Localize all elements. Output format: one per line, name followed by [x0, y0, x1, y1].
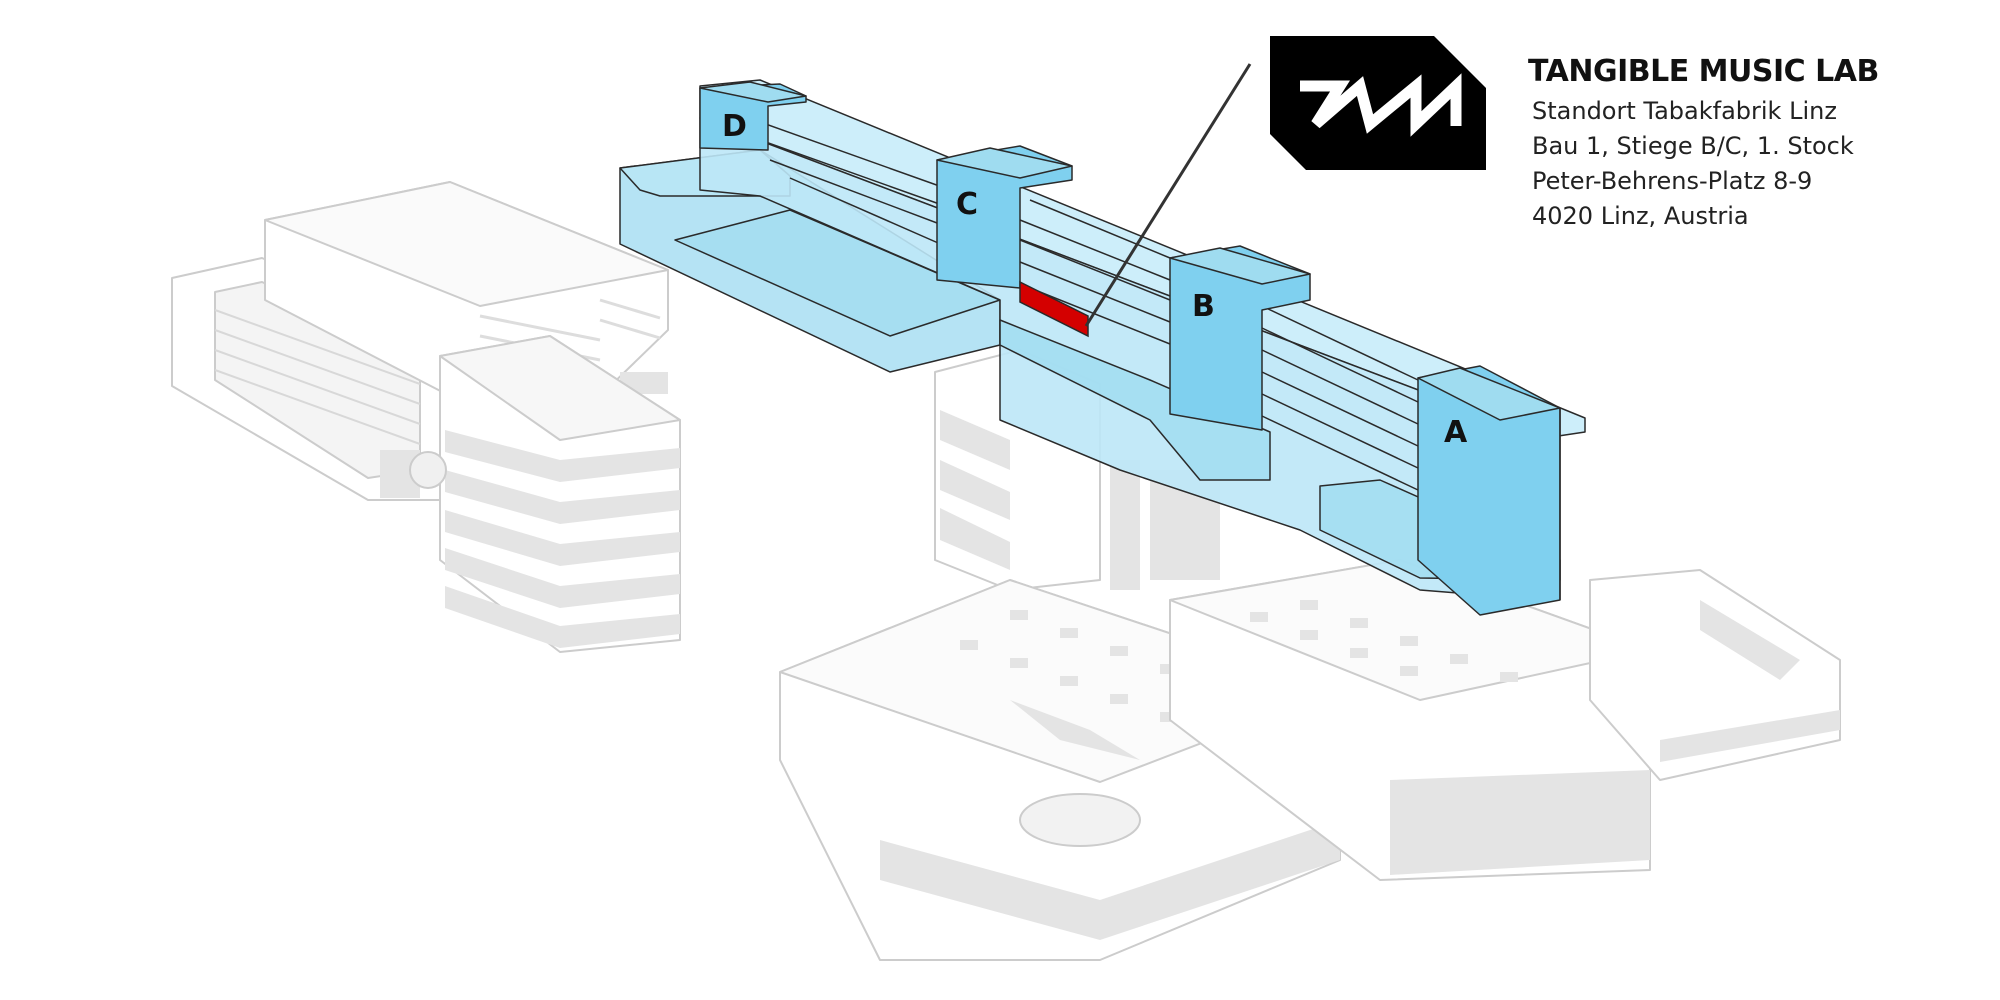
- context-building-north-hall: [264, 181, 669, 397]
- lab-location-marker: [1019, 280, 1089, 338]
- address-line-street: Peter-Behrens-Platz 8-9: [1532, 167, 1813, 195]
- stair-tower-b: [1169, 245, 1311, 431]
- stair-tower-c: [936, 145, 1073, 289]
- tangible-music-lab-logo-icon: [1270, 36, 1486, 170]
- context-buildings: [171, 181, 1841, 961]
- context-building-east-wing: [1589, 569, 1841, 781]
- stair-tower-a: [1417, 365, 1561, 616]
- stair-label-c: C: [956, 187, 978, 222]
- address-line-location: Standort Tabakfabrik Linz: [1532, 97, 1837, 125]
- context-building-office: [409, 335, 681, 653]
- stair-label-b: B: [1192, 289, 1215, 324]
- address-line-building: Bau 1, Stiege B/C, 1. Stock: [1532, 132, 1854, 160]
- stair-tower-d: [699, 81, 807, 151]
- stair-label-a: A: [1444, 415, 1468, 450]
- main-building: [619, 79, 1586, 616]
- stair-label-d: D: [722, 109, 747, 144]
- address-line-city: 4020 Linz, Austria: [1532, 202, 1749, 230]
- lab-pointer-line: [1084, 63, 1252, 327]
- context-building-south-east: [1169, 559, 1651, 881]
- lab-title: TANGIBLE MUSIC LAB: [1528, 54, 1879, 89]
- lab-address: Standort Tabakfabrik Linz Bau 1, Stiege …: [1532, 94, 1854, 234]
